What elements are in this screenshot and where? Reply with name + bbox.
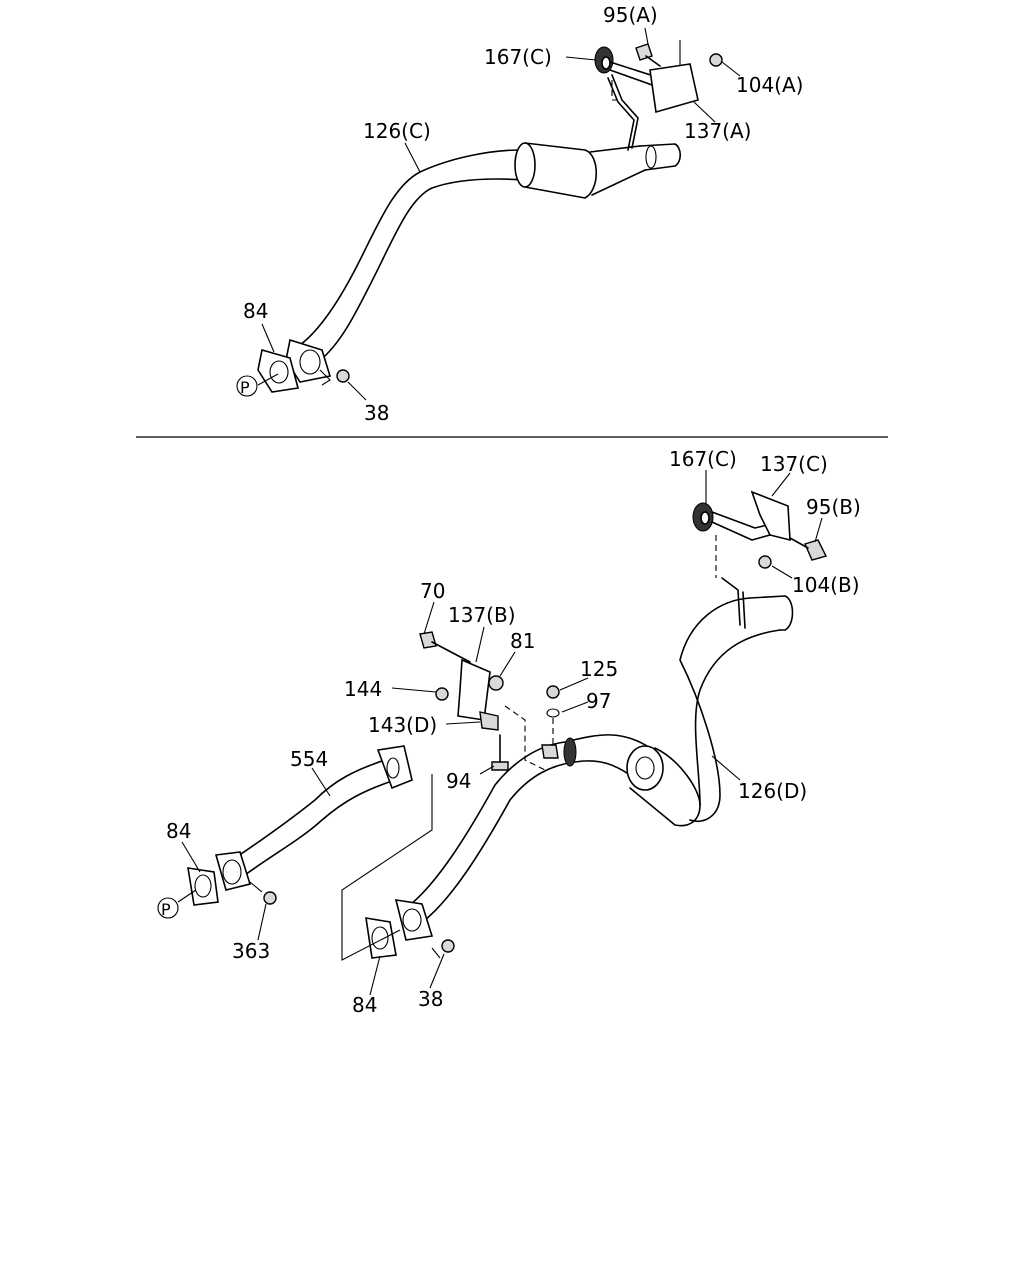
label-38: 38	[364, 401, 389, 425]
label-38b: 38	[418, 987, 443, 1011]
label-70: 70	[420, 579, 445, 603]
nut-38-icon	[336, 369, 350, 383]
label-137b: 137(B)	[448, 603, 516, 627]
pipe-126c	[299, 142, 682, 363]
bolt-95b-icon	[804, 539, 828, 561]
label-167c: 167(C)	[484, 45, 552, 69]
gasket-84b	[365, 917, 397, 959]
label-137c: 137(C)	[760, 452, 828, 476]
flange-bottom	[341, 774, 455, 961]
label-94: 94	[446, 769, 471, 793]
gasket-84a	[187, 867, 219, 906]
label-84a: 84	[166, 819, 191, 843]
label-143d: 143(D)	[368, 713, 437, 737]
bolt-70-icon	[419, 631, 437, 649]
pipe-554	[187, 745, 413, 906]
label-125: 125	[580, 657, 618, 681]
nut-38b-icon	[441, 939, 455, 953]
label-363: 363	[232, 939, 270, 963]
hanger-assembly-bottom	[692, 490, 828, 629]
label-81: 81	[510, 629, 535, 653]
bolt-95a-icon	[635, 43, 653, 61]
circle-p-b-icon	[157, 897, 179, 919]
bottom-leaders	[177, 470, 823, 996]
nut-144-icon	[435, 687, 449, 701]
label-137a: 137(A)	[684, 119, 751, 143]
label-104b: 104(B)	[792, 573, 860, 597]
bracket-137b-assembly	[419, 631, 560, 771]
washer-97-icon	[546, 708, 560, 718]
label-84: 84	[243, 299, 268, 323]
circle-p-icon	[236, 375, 258, 397]
hanger-assembly-top	[594, 40, 723, 151]
bolt-94-icon	[491, 761, 509, 771]
label-144: 144	[344, 677, 382, 701]
nut-125-icon	[546, 685, 560, 699]
bracket-137c	[750, 490, 791, 542]
label-p-b: P	[161, 900, 171, 919]
top-leaders	[257, 27, 741, 401]
label-126c: 126(C)	[363, 119, 431, 143]
flange-top	[257, 338, 350, 393]
nut-81-icon	[488, 675, 504, 691]
label-554: 554	[290, 747, 328, 771]
nut-363-icon	[263, 891, 277, 905]
top-assembly: 95(A) 167(C) 104(A) 137(A) 126(C) 84 P 3…	[236, 3, 803, 425]
pipe-126d	[409, 595, 794, 921]
gasket-84	[257, 348, 300, 393]
nut-104b-icon	[758, 555, 772, 569]
label-126d: 126(D)	[738, 779, 807, 803]
label-p: P	[240, 378, 250, 397]
rubber-143d-icon	[479, 711, 499, 731]
label-95b: 95(B)	[806, 495, 861, 519]
label-84b: 84	[352, 993, 377, 1017]
clamp-icon	[563, 737, 577, 767]
label-104a: 104(A)	[736, 73, 803, 97]
label-95a: 95(A)	[603, 3, 658, 27]
label-167c-b: 167(C)	[669, 447, 737, 471]
label-97: 97	[586, 689, 611, 713]
nut-104a-icon	[709, 53, 723, 67]
bracket-137b	[457, 658, 491, 721]
bottom-assembly: 167(C) 137(C) 95(B) 104(B) 70 137(B) 81 …	[157, 447, 861, 1017]
bracket-137a	[649, 63, 699, 114]
